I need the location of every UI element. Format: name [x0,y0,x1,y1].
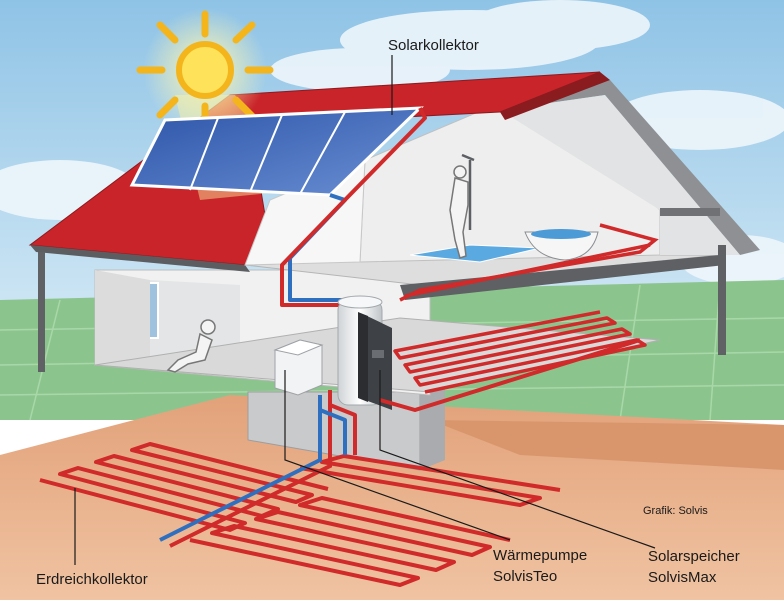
solar-collector-panel [129,106,424,197]
leader-heat-pump [284,370,511,541]
label-credit: Grafik: Solvis [643,505,708,517]
solar-storage-tank [337,295,392,410]
label-heat-pump-line1: Wärmepumpe [493,547,587,564]
upper-floor-pipes [399,223,659,302]
label-solar-storage-line2: SolvisMax [648,569,717,586]
balcony-edge [400,255,725,300]
label-solar-collector: Solarkollektor [388,37,479,54]
label-heat-pump-line2: SolvisTeo [493,568,557,585]
gable-post [718,245,726,355]
person-sitting-icon [166,319,216,373]
basement-pipes [318,338,641,455]
heat-pump-unit [273,339,324,396]
ground-feed-pipes [159,395,332,548]
leader-lines [74,55,656,565]
bathtub-icon [524,229,599,261]
label-ground-collector: Erdreichkollektor [36,571,148,588]
underfloor-heating [393,310,647,394]
person-shower-icon [449,153,475,259]
solar-pipes [280,107,427,307]
ground-collector-right [189,454,561,587]
roof-underside [30,245,250,272]
leader-solar-storage [379,370,656,549]
eave-post [38,252,45,372]
gable-beam [660,208,720,216]
left-wall [95,270,150,370]
soil-right-face [430,420,784,470]
label-solar-storage-line1: Solarspeicher [648,548,740,565]
roof-edge-right [500,72,610,120]
